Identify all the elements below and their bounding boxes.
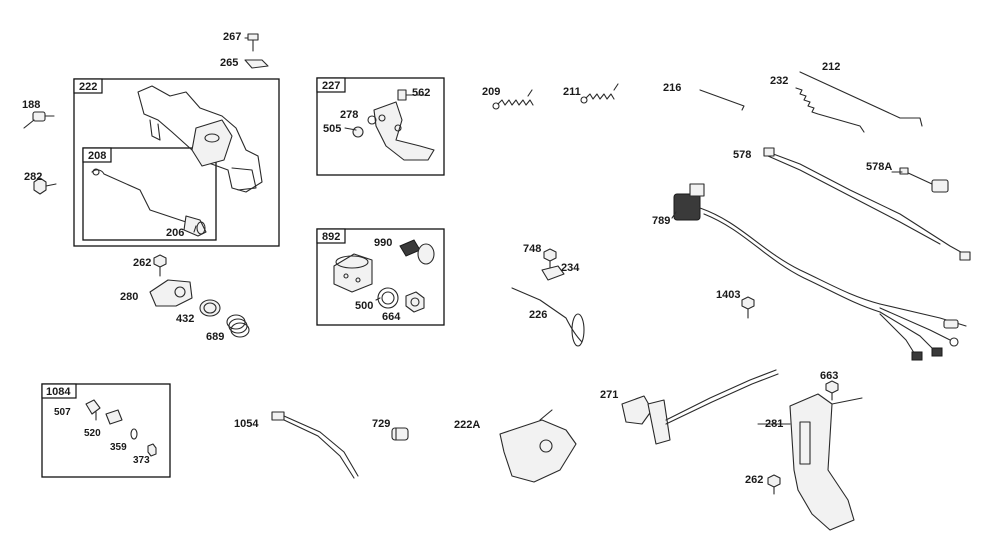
part-label-748: 748 bbox=[523, 243, 541, 255]
part-label-211: 211 bbox=[563, 86, 581, 98]
lever-227-drawing bbox=[352, 89, 435, 161]
part-label-663: 663 bbox=[820, 370, 838, 382]
group-208: 208 bbox=[82, 147, 217, 241]
part-labels: 267 265 188 282 206 562 278 505 209 211 … bbox=[22, 31, 892, 486]
group-892: 892 bbox=[316, 228, 445, 326]
part-label-432: 432 bbox=[176, 313, 194, 325]
bolt-663-drawing bbox=[825, 380, 839, 401]
spring-209-drawing bbox=[492, 89, 534, 110]
part-label-789: 789 bbox=[652, 215, 670, 227]
group-1084-tag: 1084 bbox=[46, 386, 71, 398]
bolt-188-drawing bbox=[32, 111, 55, 122]
leader-lines bbox=[23, 37, 903, 425]
part-label-507: 507 bbox=[54, 407, 71, 418]
part-label-280: 280 bbox=[120, 291, 138, 303]
bolt-262a-drawing bbox=[153, 254, 167, 277]
spring-689-drawing bbox=[226, 314, 250, 338]
part-label-578A: 578A bbox=[866, 161, 892, 173]
part-label-500: 500 bbox=[355, 300, 373, 312]
part-label-222A: 222A bbox=[454, 419, 480, 431]
spring-232-drawing bbox=[795, 87, 865, 133]
bracket-222-drawing bbox=[137, 85, 263, 193]
part-label-265: 265 bbox=[220, 57, 238, 69]
part-label-578: 578 bbox=[733, 149, 751, 161]
part-label-373: 373 bbox=[133, 455, 150, 466]
ring-500-drawing bbox=[377, 287, 399, 309]
part-label-212: 212 bbox=[822, 61, 840, 73]
part-label-209: 209 bbox=[482, 86, 500, 98]
cable-271-drawing bbox=[621, 369, 779, 445]
bracket-280-drawing bbox=[149, 279, 193, 307]
rod-216-drawing bbox=[699, 89, 745, 111]
part-label-664: 664 bbox=[382, 311, 401, 323]
part-label-562: 562 bbox=[412, 87, 430, 99]
group-227-tag: 227 bbox=[322, 80, 340, 92]
part-label-520: 520 bbox=[84, 428, 101, 439]
knob-206-drawing bbox=[183, 215, 207, 237]
bolt-262b-drawing bbox=[767, 474, 781, 495]
group-222: 222 bbox=[73, 78, 280, 247]
parts-1084-drawing bbox=[85, 399, 157, 457]
rod-212-drawing bbox=[799, 71, 923, 127]
tie-1054-drawing bbox=[271, 411, 359, 479]
cable-226-drawing bbox=[511, 287, 585, 347]
part-label-188: 188 bbox=[22, 99, 40, 111]
part-label-206: 206 bbox=[166, 227, 184, 239]
bolt-282-drawing bbox=[33, 177, 57, 195]
part-label-271: 271 bbox=[600, 389, 618, 401]
part-label-216: 216 bbox=[663, 82, 681, 94]
clip-234-drawing bbox=[541, 265, 565, 281]
part-label-262-left: 262 bbox=[133, 257, 151, 269]
part-label-1403: 1403 bbox=[716, 289, 740, 301]
ring-432-drawing bbox=[199, 299, 221, 317]
connector-578A-drawing bbox=[899, 167, 949, 193]
harness-578-drawing bbox=[763, 147, 971, 261]
group-227: 227 bbox=[316, 77, 445, 176]
part-label-226: 226 bbox=[529, 309, 547, 321]
key-990-drawing bbox=[399, 239, 435, 265]
part-label-278: 278 bbox=[340, 109, 358, 121]
part-label-990: 990 bbox=[374, 237, 392, 249]
bolt-1403-drawing bbox=[741, 296, 755, 319]
clip-729-drawing bbox=[391, 427, 409, 441]
part-label-282: 282 bbox=[24, 171, 42, 183]
bolt-267-drawing bbox=[247, 33, 259, 52]
group-892-tag: 892 bbox=[322, 231, 340, 243]
part-label-232: 232 bbox=[770, 75, 788, 87]
bracket-281-drawing bbox=[789, 393, 863, 531]
bracket-222A-drawing bbox=[499, 409, 577, 483]
part-label-267: 267 bbox=[223, 31, 241, 43]
spring-211-drawing bbox=[580, 83, 619, 104]
part-label-262-right: 262 bbox=[745, 474, 763, 486]
part-label-234: 234 bbox=[561, 262, 580, 274]
part-label-359: 359 bbox=[110, 442, 127, 453]
group-1084: 1084 bbox=[41, 383, 171, 478]
part-label-729: 729 bbox=[372, 418, 390, 430]
group-208-tag: 208 bbox=[88, 150, 106, 162]
harness-789-drawing bbox=[673, 183, 967, 361]
nut-664-drawing bbox=[405, 291, 425, 313]
bolt-748-drawing bbox=[543, 248, 557, 269]
part-label-689: 689 bbox=[206, 331, 224, 343]
rod-208-drawing bbox=[91, 168, 187, 223]
switch-892-drawing bbox=[333, 253, 373, 293]
clip-265-drawing bbox=[244, 59, 269, 69]
part-label-281: 281 bbox=[765, 418, 783, 430]
part-label-505: 505 bbox=[323, 123, 341, 135]
part-label-1054: 1054 bbox=[234, 418, 259, 430]
group-222-tag: 222 bbox=[79, 81, 97, 93]
